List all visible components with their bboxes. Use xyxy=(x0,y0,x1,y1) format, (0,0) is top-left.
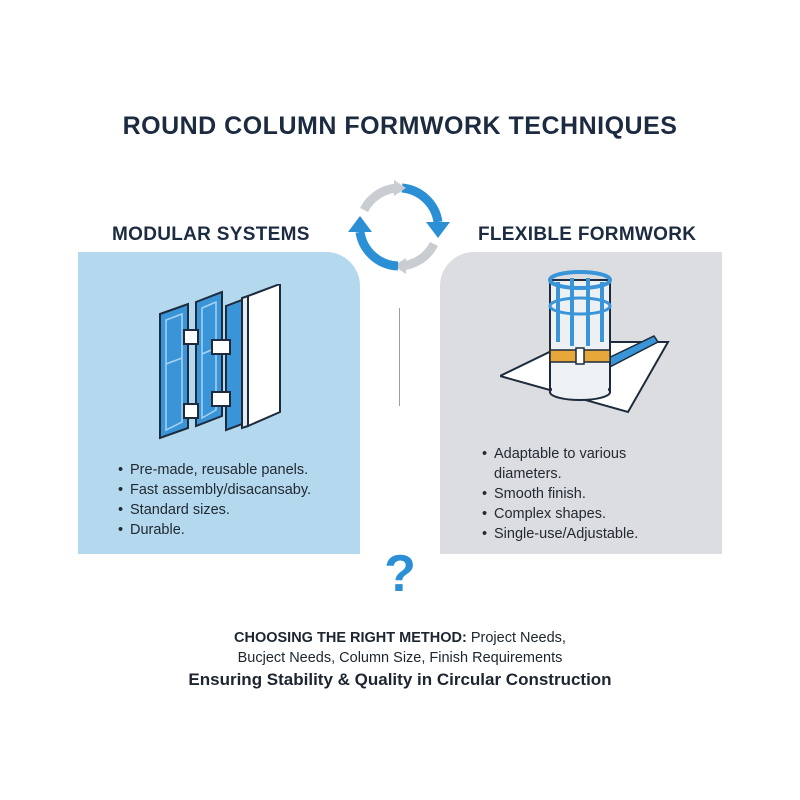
page-title: ROUND COLUMN FORMWORK TECHNIQUES xyxy=(122,112,678,140)
list-item: Durable. xyxy=(118,520,348,540)
list-item: Standard sizes. xyxy=(118,500,348,520)
list-item: Adaptable to various xyxy=(482,444,682,464)
list-item: Fast assembly/disacansaby. xyxy=(118,480,348,500)
choosing-method-line1: Project Needs, xyxy=(470,630,566,646)
list-item-continuation: diameters. xyxy=(494,466,562,482)
flexible-formwork-heading: FLEXIBLE FORMWORK xyxy=(478,224,697,245)
flexible-column-icon xyxy=(500,270,670,414)
choosing-method-line2: Bucject Needs, Column Size, Finish Requi… xyxy=(237,650,563,666)
list-item: Pre-made, reusable panels. xyxy=(118,460,348,480)
modular-systems-heading: MODULAR SYSTEMS xyxy=(112,224,310,245)
modular-panels-icon xyxy=(159,284,281,440)
list-item: Single-use/Adjustable. xyxy=(482,524,682,544)
modular-systems-list: Pre-made, reusable panels. Fast assembly… xyxy=(118,460,348,540)
footer-tagline: Ensuring Stability & Quality in Circular… xyxy=(188,670,612,689)
center-divider xyxy=(399,308,400,406)
flexible-formwork-list: Adaptable to various diameters. Smooth f… xyxy=(482,444,682,544)
list-item: Complex shapes. xyxy=(482,504,682,524)
choosing-method-label: CHOOSING THE RIGHT METHOD: xyxy=(234,630,467,646)
choosing-method-text: CHOOSING THE RIGHT METHOD: Project Needs… xyxy=(0,628,800,668)
list-item: Smooth finish. xyxy=(482,484,682,504)
question-mark-icon: ? xyxy=(384,545,416,603)
cycle-arrows-icon xyxy=(348,180,450,274)
